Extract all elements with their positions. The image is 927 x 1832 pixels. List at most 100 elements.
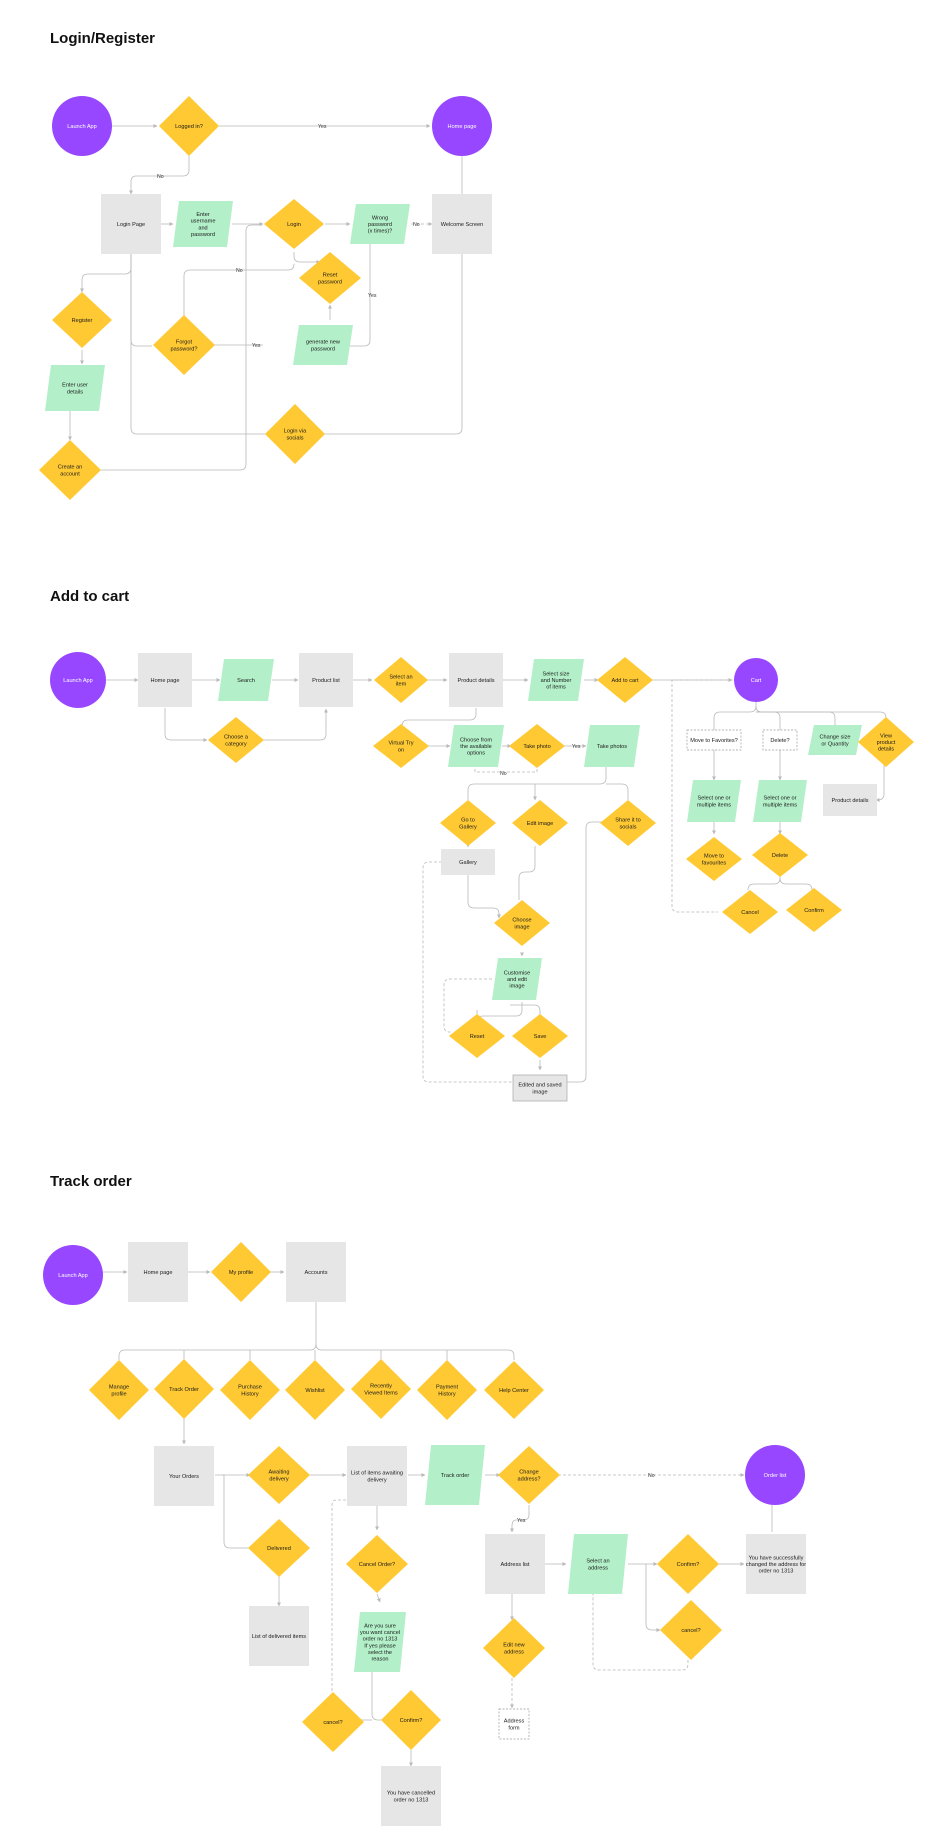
node-label: changed the address for [746,1562,806,1568]
node-t-wishlist: Wishlist [285,1360,345,1420]
node-label: the available [460,744,491,750]
section-title-track: Track order [50,1173,132,1190]
node-label: profile [111,1391,126,1397]
node-label: Manage [109,1385,129,1391]
node-label: Register [72,318,93,324]
node-label: Wrong [372,215,388,221]
node-shape [449,653,503,707]
node-shape [350,204,410,244]
node-label: Delete [772,853,788,859]
node-shape [45,365,105,411]
node-label: You have successfully [749,1555,804,1561]
node-label: Select an [389,675,412,681]
node-label: Viewed Items [364,1390,398,1396]
node-label: image [509,984,524,990]
node-c-cart: Cart [734,658,778,702]
node-shape [347,1446,407,1506]
node-label: Delivered [267,1546,291,1552]
node-shape [512,800,568,846]
node-label: and Number [541,678,572,684]
node-label: Share it to [615,818,641,824]
edge-labels-layer: Yes No No No Yes Yes Yes No No Yes [157,124,655,1524]
node-label: category [225,741,247,747]
node-shape [293,325,353,365]
node-t-help: Help Center [484,1361,544,1419]
node-label: Take photos [597,744,627,750]
node-label: Logged in? [175,124,203,130]
node-label: Choose from [460,737,492,743]
node-shape [512,1014,568,1058]
node-label: delivery [269,1476,288,1482]
node-shape [138,653,192,707]
node-label: Awaiting [268,1470,289,1476]
node-shape [159,96,219,156]
node-shape [440,800,496,846]
node-label: Go to [461,818,475,824]
node-shape [89,1360,149,1420]
node-label: If yes please [364,1643,395,1649]
node-c-deletes: Delete [752,833,808,877]
node-label: password [368,222,392,228]
node-shape [762,729,798,751]
node-shape [753,780,807,822]
node-label: Gallery [459,860,477,866]
node-shape [220,1360,280,1420]
node-shape [600,800,656,846]
node-l-register: Register [52,292,112,348]
node-shape [211,1242,271,1302]
node-label: order no 1313 [394,1797,429,1803]
node-label: Product details [831,798,868,804]
node-shape [374,657,428,703]
node-shape [657,1534,719,1594]
node-label: Cancel [741,910,758,916]
node-label: multiple items [763,802,797,808]
node-label: password [318,279,342,285]
node-label: Edit image [527,821,553,827]
section-title-login: Login/Register [50,30,155,47]
node-t-cancel3: cancel? [660,1600,722,1660]
node-shape [441,849,495,875]
node-label: on [398,747,404,753]
node-label: details [878,747,894,753]
node-label: Gallery [459,824,477,830]
node-label: Recently [370,1384,392,1390]
node-shape [286,1242,346,1302]
node-label: Help Center [499,1388,529,1394]
node-label: Track order [441,1473,470,1479]
node-label: List of delivered items [252,1634,306,1640]
node-shape [448,725,504,767]
node-l-welcome: Welcome Screen [432,194,492,254]
node-t-launch: Launch App [43,1245,103,1305]
node-shape [354,1612,406,1672]
node-shape [208,717,264,763]
node-label: Purchase [238,1385,262,1391]
node-c-reset: Reset [449,1014,505,1058]
edge-label-yes: Yes [368,293,377,299]
edge-label-yes: Yes [318,124,327,130]
node-label: cancel? [681,1628,700,1634]
node-label: Add to cart [611,678,638,684]
node-l-home: Home page [432,96,492,156]
node-shape [381,1690,441,1750]
node-t-cancel2: cancel? [302,1692,364,1752]
node-label: (x times)? [368,229,393,235]
node-t-confirm2: Confirm? [381,1690,441,1750]
node-t-addrlist: Address list [485,1534,545,1594]
node-c-movefav: Move to Favorites? [686,729,742,751]
node-label: Choose a [224,735,249,741]
